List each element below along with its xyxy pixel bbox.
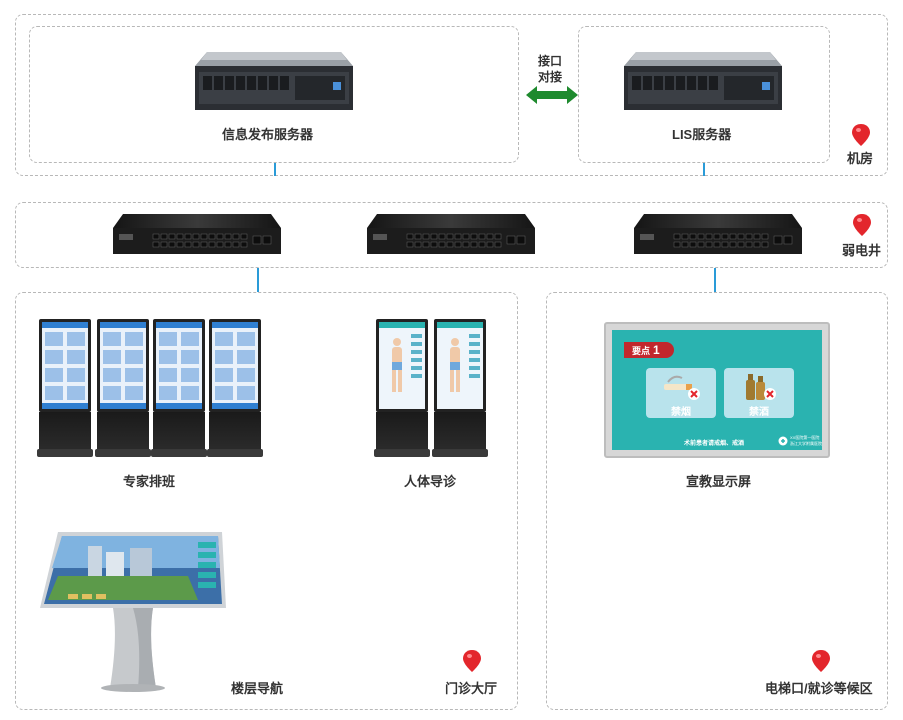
connector-line [714,268,716,292]
no-smoking-card: 禁烟 [646,368,716,418]
expert-schedule-kiosk [37,319,93,459]
location-pin-icon [853,214,871,236]
no-smoking-icon [664,375,700,400]
logo-line1: XX医院第一医院 [790,435,820,440]
hospital-logo: XX医院第一医院 浙江大学附属医院 [778,434,822,450]
body-guide-label: 人体导诊 [404,474,457,489]
publish-server-box [29,26,519,163]
expert-schedule-label: 专家排班 [123,474,176,489]
education-display-label: 宣教显示屏 [686,474,752,489]
no-alcohol-label: 禁酒 [749,407,769,418]
location-pin-icon [852,124,870,146]
connector-line [257,268,259,292]
lis-server-icon [624,52,782,110]
body-guide-kiosk [432,319,488,459]
server-room-location: 机房 [847,151,874,166]
location-pin-icon [463,650,481,672]
double-arrow-icon [526,86,578,104]
network-switch-icon [113,214,281,254]
no-alcohol-icon [746,374,776,400]
lis-server-label: LIS服务器 [672,127,732,142]
connector-line [703,163,705,176]
interface-label-line1: 接口 [538,54,563,68]
network-switch-icon [367,214,535,254]
expert-schedule-kiosk [95,319,151,459]
publish-server-icon [195,52,353,110]
no-alcohol-card: 禁酒 [724,368,794,418]
weak-current-zone [15,202,888,268]
lis-server-box [578,26,830,163]
server-room-zone [15,14,888,176]
no-smoking-label: 禁烟 [671,407,691,418]
body-guide-kiosk [374,319,430,459]
screen-caption: 术前患者请戒烟、戒酒 [684,441,745,447]
expert-schedule-kiosk [151,319,207,459]
floor-navigation-label: 楼层导航 [231,681,284,696]
waiting-area-location: 电梯口/就诊等候区 [765,681,873,696]
connector-line [274,163,276,176]
location-pin-icon [812,650,830,672]
hospital-logo-icon [778,436,788,446]
weak-current-location: 弱电井 [842,243,882,258]
floor-navigation-kiosk [40,532,226,692]
publish-server-label: 信息发布服务器 [222,127,314,142]
outpatient-lobby-zone [15,292,518,710]
logo-line2: 浙江大学附属医院 [790,441,822,446]
interface-label-line2: 对接 [538,70,563,84]
outpatient-lobby-location: 门诊大厅 [445,681,498,696]
waiting-area-zone [546,292,888,710]
expert-schedule-kiosk [207,319,263,459]
network-switch-icon [634,214,802,254]
